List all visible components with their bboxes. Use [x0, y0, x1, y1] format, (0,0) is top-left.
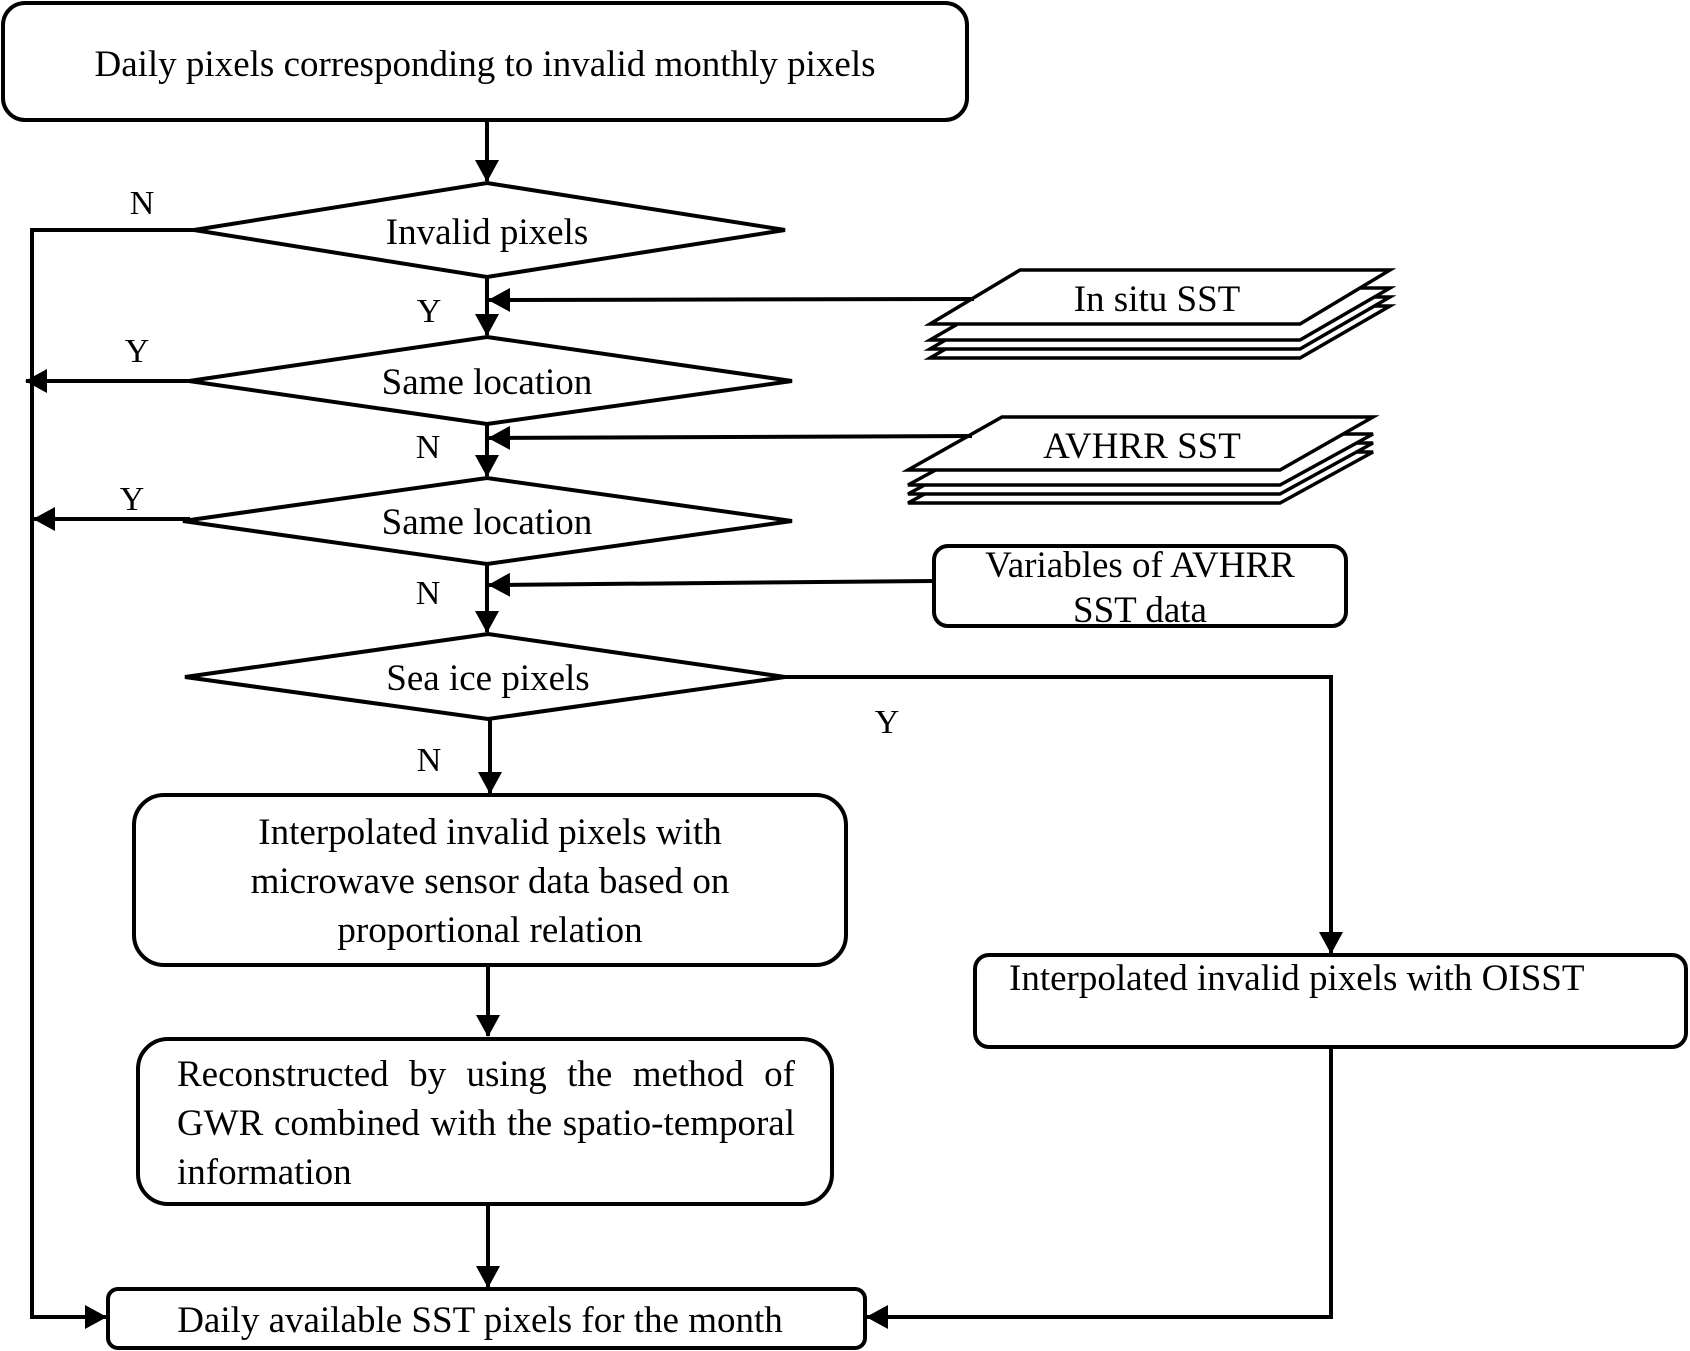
process-gwr-box	[136, 1037, 834, 1206]
label-same2-yes: Y	[120, 481, 145, 518]
label-seaice-no: N	[417, 742, 442, 779]
end-text: Daily available SST pixels for the month	[177, 1300, 783, 1341]
label-same1-yes: Y	[125, 333, 150, 370]
label-seaice-yes: Y	[875, 704, 900, 741]
arrow-oisst-to-end	[866, 1047, 1333, 1329]
label-same1-no: N	[416, 429, 441, 466]
end-box	[106, 1287, 867, 1350]
input-variables-line2: SST data	[1073, 590, 1207, 631]
arrow-seaice-yes-to-oisst	[785, 675, 1343, 954]
label-invalid-no: N	[130, 185, 155, 222]
input-variables-line1: Variables of AVHRR	[985, 545, 1295, 586]
arrow-in-situ-to-flow	[488, 287, 975, 312]
arrow-avhrr-to-flow	[488, 425, 973, 450]
process-oisst-text: Interpolated invalid pixels with OISST	[1009, 958, 1585, 999]
arrow-variables-to-flow	[488, 572, 935, 597]
arrow-invalid-no-to-end	[30, 228, 194, 1329]
input-in-situ-sst: In situ SST	[923, 268, 1397, 360]
label-same2-no: N	[416, 575, 441, 612]
label-invalid-yes: Y	[417, 293, 442, 330]
input-in-situ-sst-text: In situ SST	[1074, 279, 1241, 320]
input-avhrr-sst: AVHRR SST	[901, 415, 1380, 505]
decision-same-location-1-text: Same location	[382, 362, 593, 403]
input-avhrr-sst-text: AVHRR SST	[1043, 426, 1241, 467]
process-microwave-text: Interpolated invalid pixels with microwa…	[250, 812, 730, 951]
input-variables-avhrr-box	[932, 544, 1348, 628]
decision-same-location-2-text: Same location	[382, 502, 593, 543]
decision-sea-ice-pixels-text: Sea ice pixels	[386, 658, 589, 699]
start-text: Daily pixels corresponding to invalid mo…	[94, 44, 875, 85]
decision-invalid-pixels-text: Invalid pixels	[386, 212, 588, 253]
process-gwr-text: Reconstructed by using the method of GWR…	[177, 1054, 795, 1193]
